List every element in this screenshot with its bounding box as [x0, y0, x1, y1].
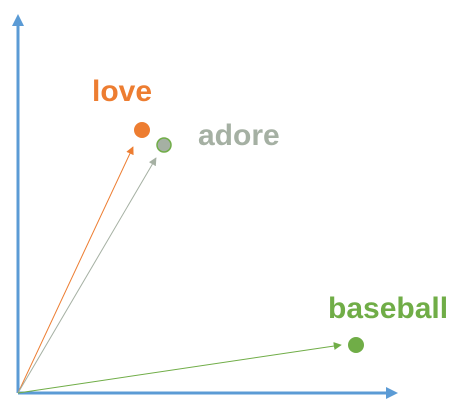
baseball-vector-arrow	[17, 342, 342, 394]
adore-label: adore	[198, 119, 280, 152]
baseball-point	[348, 337, 364, 353]
baseball-label: baseball	[328, 292, 448, 325]
love-point	[134, 122, 150, 138]
adore-vector-arrow	[17, 157, 157, 394]
love-vector-arrow	[17, 146, 134, 394]
love-label: love	[92, 75, 152, 108]
adore-point	[156, 137, 172, 153]
